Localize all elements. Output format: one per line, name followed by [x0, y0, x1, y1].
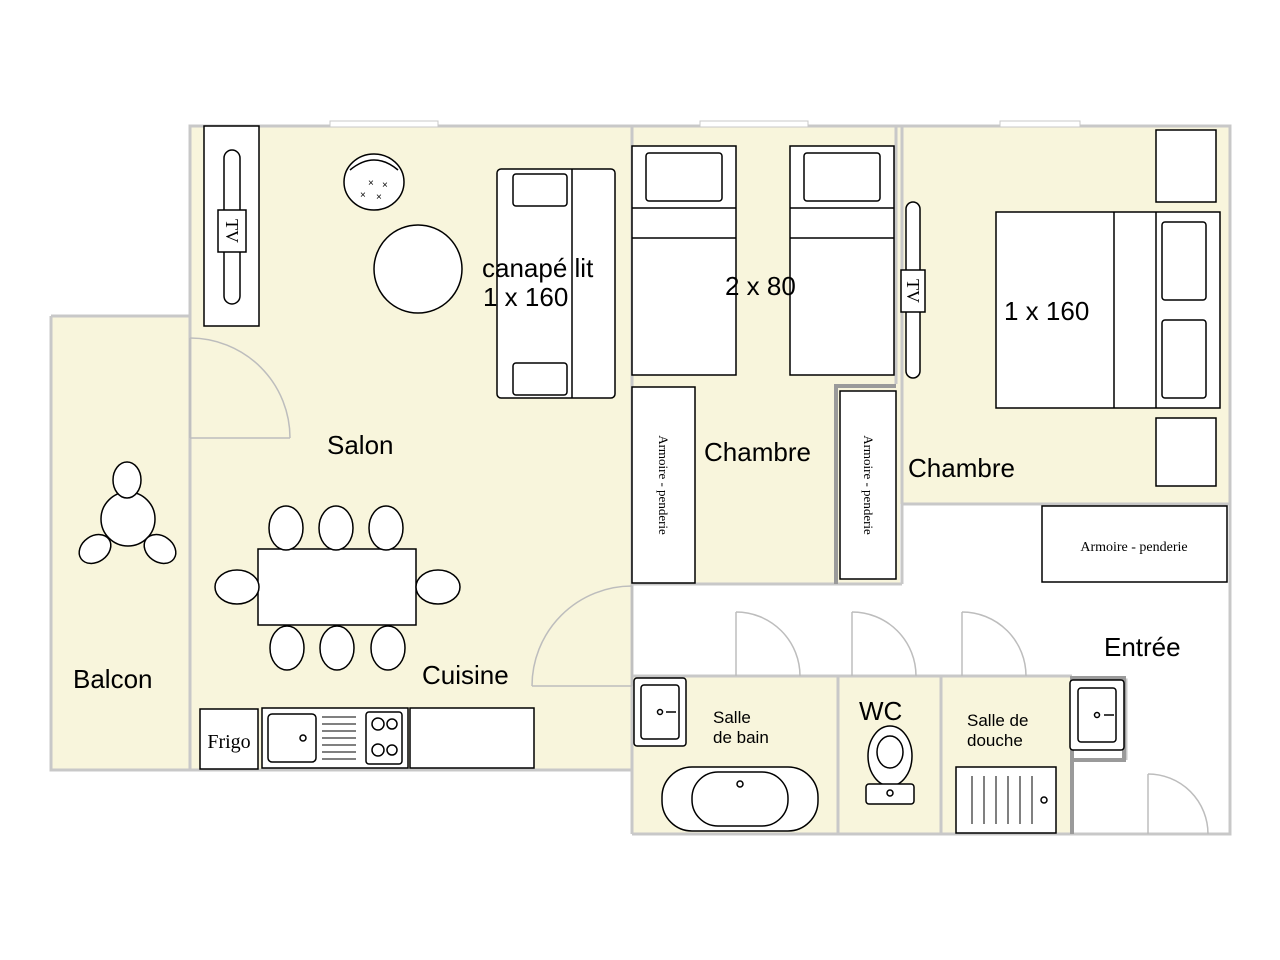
wardrobe-3: Armoire - penderie	[1041, 505, 1228, 583]
bathtub	[661, 766, 819, 832]
door-balcon	[189, 337, 291, 439]
wardrobe-2: Armoire - penderie	[839, 390, 897, 580]
nightstand	[1155, 129, 1217, 203]
room-label-salle-de-douche-1: Salle de	[967, 711, 1028, 730]
window-salon	[329, 120, 439, 128]
window-chambre-2	[999, 120, 1081, 128]
kitchen-counter	[261, 707, 535, 769]
chair	[319, 625, 355, 671]
chair	[370, 625, 406, 671]
room-label-chambre-1: Chambre	[704, 437, 811, 467]
shower-tray	[955, 766, 1057, 834]
tv-unit-chambre: TV	[900, 201, 926, 379]
room-label-balcon: Balcon	[73, 664, 153, 694]
chair	[214, 569, 260, 605]
tv-salon-label: TV	[222, 219, 242, 243]
sofa-bed-label-1: canapé lit	[482, 253, 594, 283]
dining-set	[214, 505, 461, 671]
svg-text:×: ×	[376, 192, 382, 203]
room-label-cuisine: Cuisine	[422, 660, 509, 690]
door-salle-de-bain	[735, 611, 801, 677]
sink-entree	[1069, 679, 1125, 751]
toilet	[865, 725, 915, 805]
room-label-salle-de-douche-2: douche	[967, 731, 1023, 750]
chair	[415, 569, 461, 605]
room-label-chambre-2: Chambre	[908, 453, 1015, 483]
room-label-salle-de-bain-1: Salle	[713, 708, 751, 727]
armchair: × × × ×	[343, 153, 405, 211]
svg-text:×: ×	[360, 190, 366, 201]
twin-bed-2	[789, 145, 895, 376]
chair	[318, 505, 354, 551]
twin-bed-1	[631, 145, 737, 376]
room-label-wc: WC	[859, 696, 902, 726]
wardrobe-1-label: Armoire - penderie	[656, 435, 671, 535]
chair	[269, 625, 305, 671]
windows	[329, 120, 1081, 128]
svg-text:×: ×	[368, 178, 374, 189]
door-wc	[851, 611, 917, 677]
wardrobe-1: Armoire - penderie	[631, 386, 696, 584]
tv-unit-salon: TV	[203, 125, 260, 327]
double-bed	[995, 211, 1221, 409]
wardrobe-3-label: Armoire - penderie	[1080, 540, 1187, 555]
room-label-salle-de-bain-2: de bain	[713, 728, 769, 747]
tv-chambre-label: TV	[903, 279, 923, 303]
svg-text:×: ×	[382, 180, 388, 191]
fridge: Frigo	[199, 708, 259, 770]
nightstand	[1155, 417, 1217, 487]
coffee-table	[373, 224, 463, 314]
sofa-bed	[496, 168, 616, 399]
sofa-bed-label-2: 1 x 160	[483, 282, 568, 312]
doors	[189, 337, 1209, 835]
chair	[368, 505, 404, 551]
sink-salle-de-bain	[633, 677, 687, 747]
door-salle-de-douche	[961, 611, 1027, 677]
wardrobe-2-label: Armoire - penderie	[861, 435, 876, 535]
window-chambre-1	[699, 120, 809, 128]
cooktop	[365, 711, 403, 765]
room-label-entree: Entrée	[1104, 632, 1181, 662]
wall-accent-chambre	[834, 384, 896, 584]
door-entree	[1147, 773, 1209, 835]
room-label-salon: Salon	[327, 430, 394, 460]
chair	[268, 505, 304, 551]
dining-table	[257, 548, 417, 626]
fridge-label: Frigo	[207, 731, 250, 753]
sink	[267, 713, 317, 763]
balcony-table-set	[78, 461, 177, 565]
twin-beds-label: 2 x 80	[725, 271, 796, 301]
door-cuisine	[531, 585, 633, 687]
double-bed-label: 1 x 160	[1004, 296, 1089, 326]
